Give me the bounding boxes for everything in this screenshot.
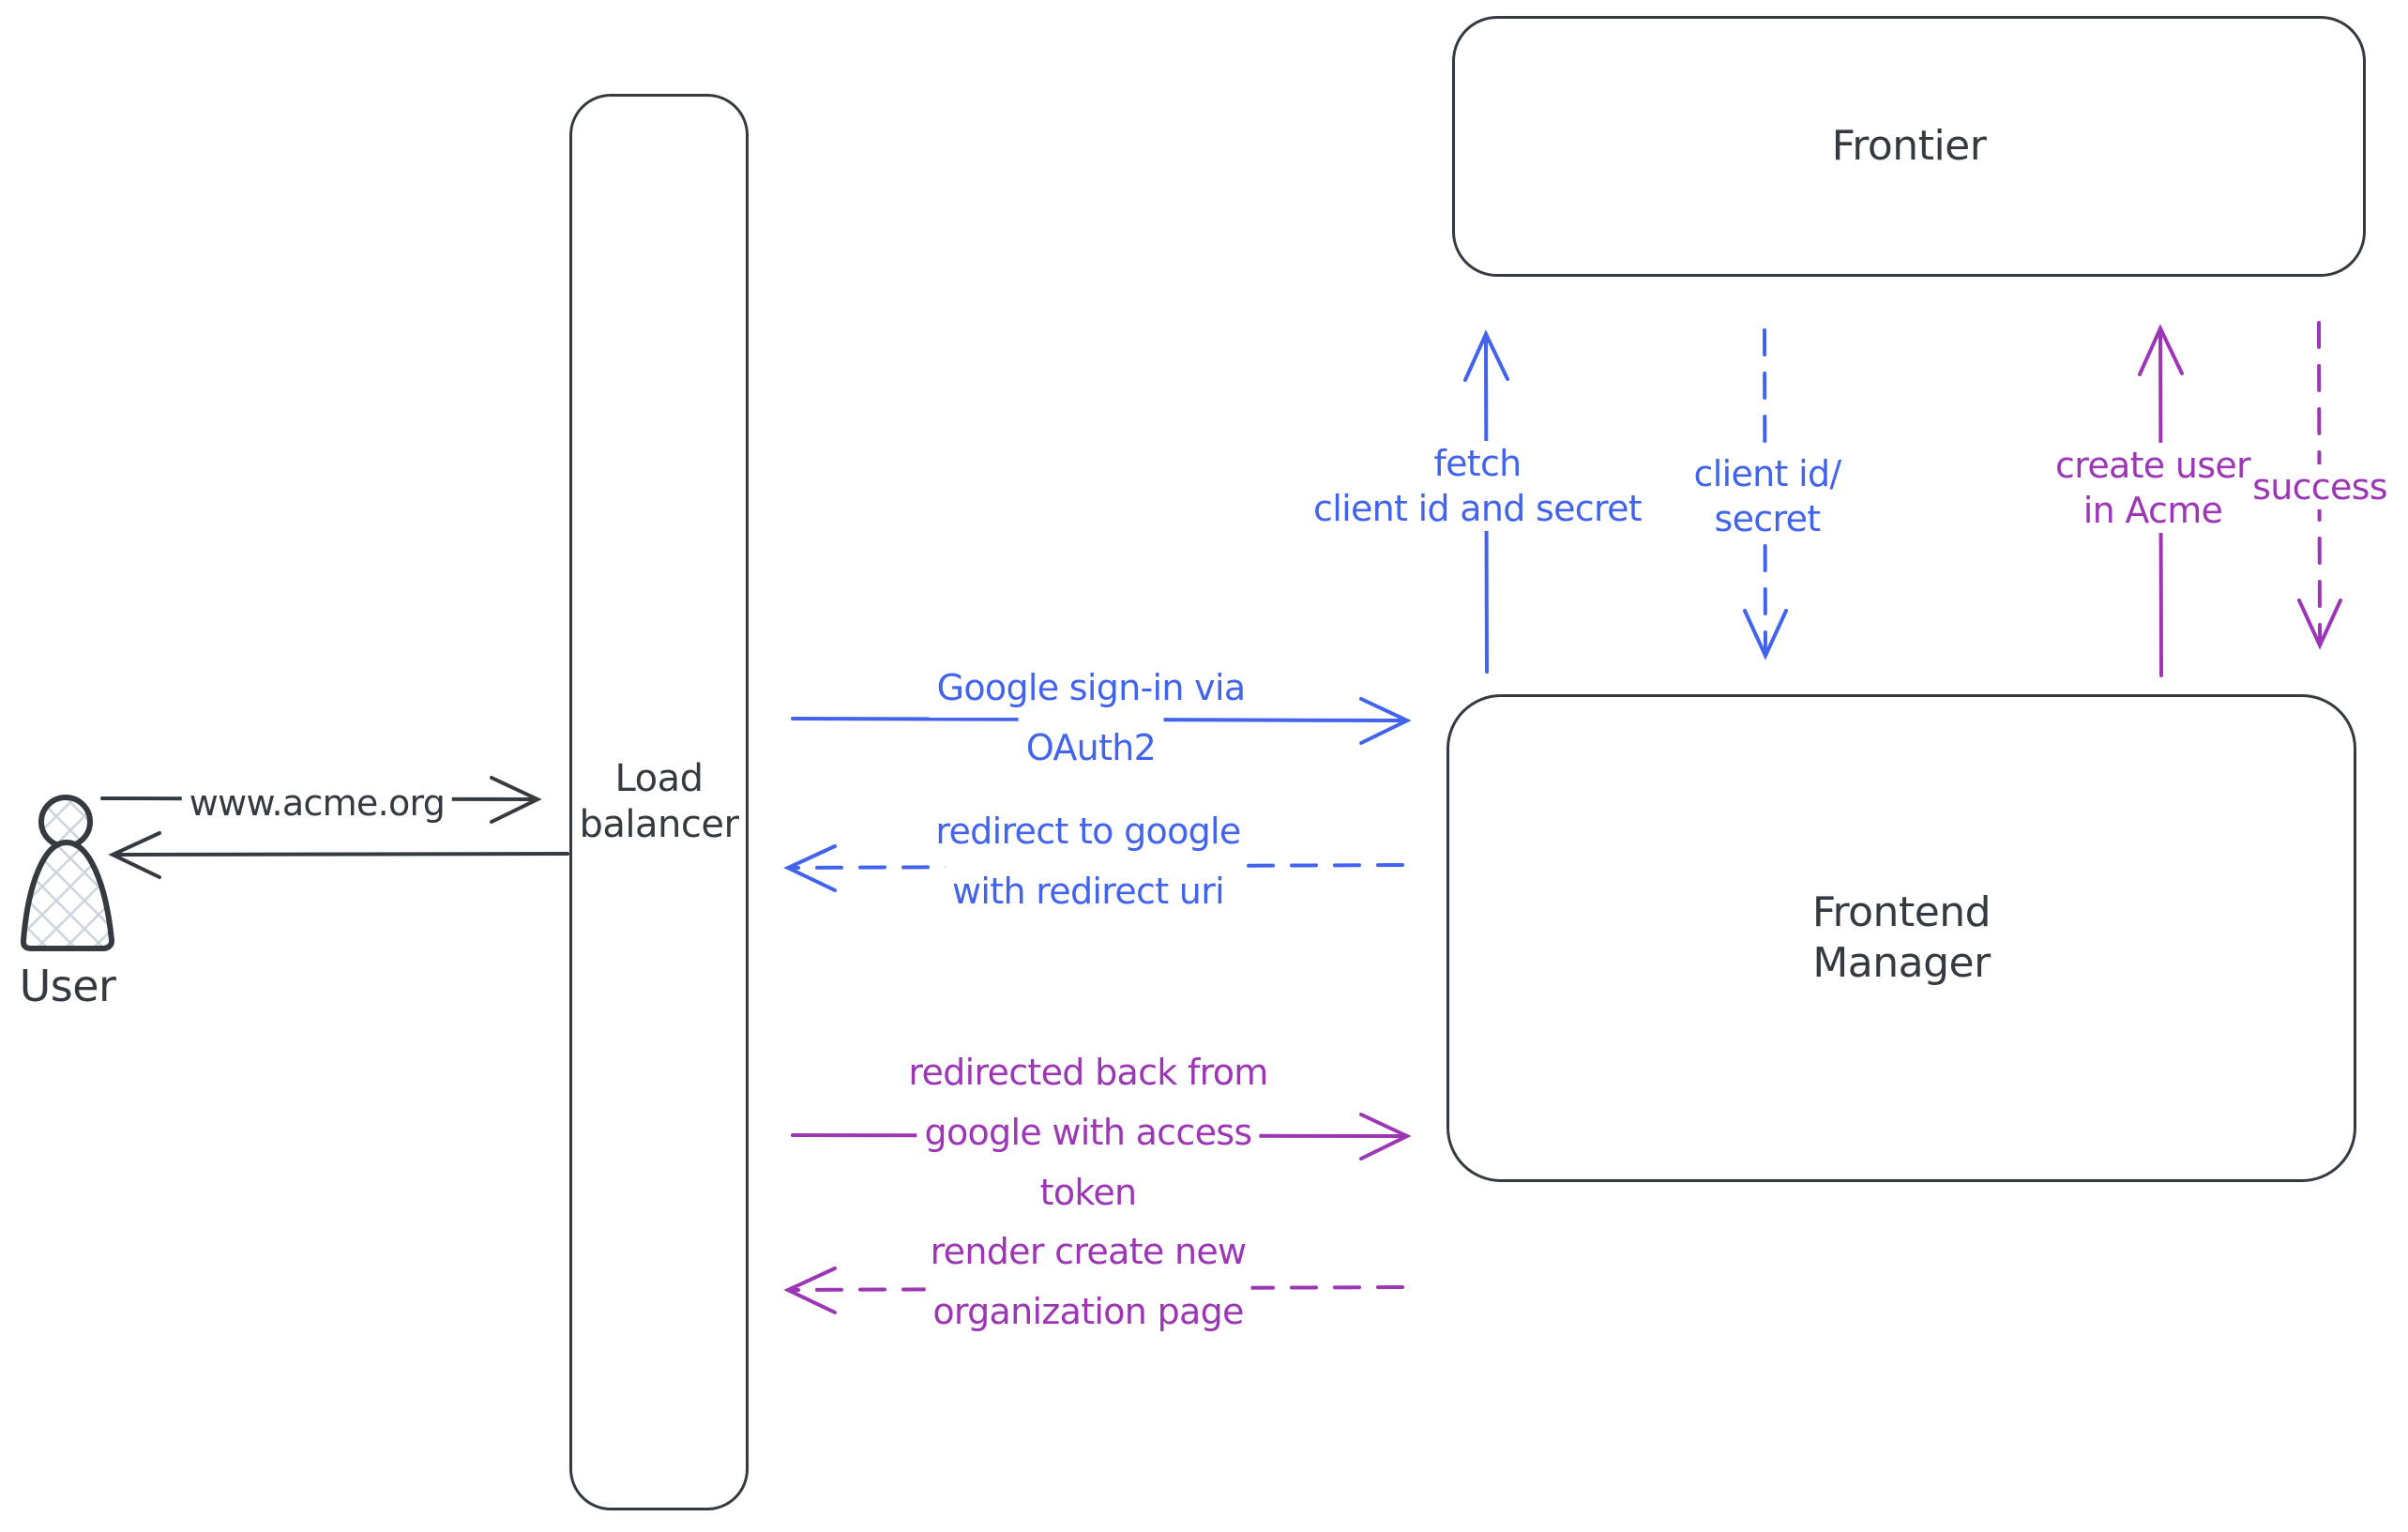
frontier-label: Frontier bbox=[1831, 122, 1987, 171]
load-balancer-label: Load balancer bbox=[579, 757, 739, 846]
node-load-balancer: Load balancer bbox=[569, 94, 749, 1510]
label-fetch-client-id: fetch client id and secret bbox=[1308, 441, 1647, 531]
label-www-acme-org: www.acme.org bbox=[181, 773, 453, 833]
label-redirect-to-google: redirect to google with redirect uri bbox=[928, 801, 1249, 921]
label-google-signin: Google sign-in via OAuth2 bbox=[929, 658, 1253, 778]
user-label: User bbox=[19, 961, 116, 1011]
user-figure-icon bbox=[20, 795, 115, 951]
label-create-user: create user in Acme bbox=[2050, 443, 2256, 533]
label-redirected-back: redirected back from google with access … bbox=[901, 1042, 1276, 1222]
arrow-success bbox=[2297, 321, 2342, 650]
label-client-id-secret: client id/ secret bbox=[1688, 451, 1847, 541]
frontend-manager-label: Frontend Manager bbox=[1811, 888, 1992, 987]
label-render-page: render create new organization page bbox=[922, 1221, 1254, 1342]
arrow-client-id-secret bbox=[1743, 328, 1788, 660]
arrow-lb-to-user bbox=[108, 831, 569, 879]
user-head bbox=[38, 795, 93, 849]
user-body bbox=[20, 840, 115, 951]
node-frontier: Frontier bbox=[1452, 16, 2366, 277]
label-success: success bbox=[2247, 464, 2393, 509]
node-frontend-manager: Frontend Manager bbox=[1446, 694, 2356, 1182]
